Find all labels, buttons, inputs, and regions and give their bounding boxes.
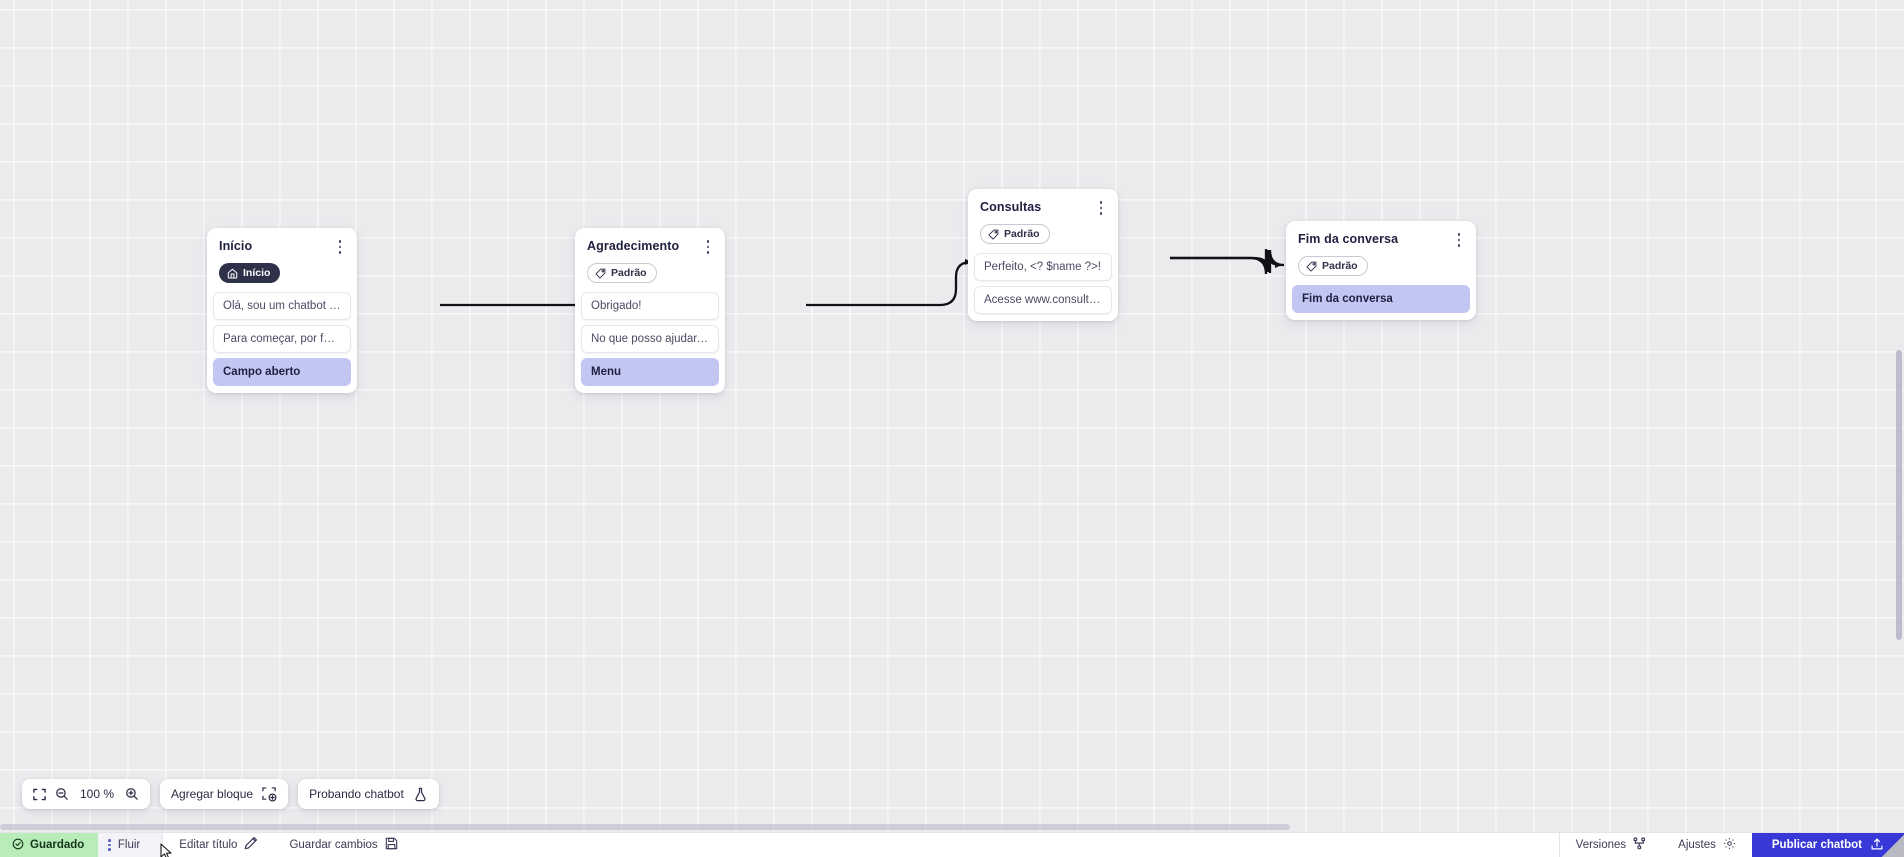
node-menu-kebab-icon[interactable] [333,238,347,256]
save-changes-button[interactable]: Guardar cambios [273,833,413,857]
settings-button[interactable]: Ajustes [1662,833,1752,857]
node-title: Início [219,239,253,253]
publish-chatbot-button[interactable]: Publicar chatbot [1751,833,1904,857]
node-menu-kebab-icon[interactable] [701,238,715,256]
node-row[interactable]: No que posso ajudar, <? $name ... [581,324,719,353]
node-badge-label: Padrão [1004,228,1040,240]
connector-edges [440,248,1285,309]
node-menu-kebab-icon[interactable] [1452,231,1466,249]
home-icon [227,268,238,279]
kebab-icon[interactable] [108,839,111,851]
tab-flow-label: Fluir [117,839,141,851]
mouse-cursor [160,843,172,857]
bottom-bar-left: Guardado Fluir Editar título Guardar cam… [0,833,414,857]
node-header: Agradecimento [575,228,725,256]
node-row[interactable]: Fim da conversa [1292,284,1470,313]
node-title: Agradecimento [587,239,680,253]
node-badge-tag-icon[interactable]: Padrão [587,263,657,283]
tab-flow[interactable]: Fluir [98,833,164,857]
pencil-icon [244,836,258,853]
save-icon [385,837,398,853]
zoom-in-icon[interactable] [125,787,139,801]
node-row[interactable]: Campo aberto [213,357,351,386]
node-header: Consultas [968,189,1118,217]
node-rows: Perfeito, <? $name ?>! Acesse www.consult… [968,252,1118,314]
node-badge-label: Padrão [1322,260,1358,272]
save-changes-label: Guardar cambios [289,839,378,851]
tag-icon [595,268,606,279]
node-badge-row: Início [207,256,357,284]
horizontal-scrollbar[interactable] [0,824,1290,830]
divider [1558,833,1560,857]
node-badge-tag-icon[interactable]: Padrão [1298,256,1368,276]
zoom-out-icon[interactable] [55,787,69,801]
test-chatbot-label: Probando chatbot [309,787,404,801]
add-block-button[interactable]: Agregar bloque [160,779,289,809]
node-rows: Fim da conversa [1286,284,1476,313]
node-badge-row: Padrão [968,217,1118,245]
node-title: Consultas [980,200,1042,214]
branch-icon [1633,837,1646,853]
fit-screen-icon[interactable] [33,788,46,801]
versions-button[interactable]: Versiones [1560,833,1663,857]
gear-icon [1723,837,1736,853]
node-row[interactable]: Menu [581,357,719,386]
node-row[interactable]: Acesse www.consultas.com par... [974,285,1112,314]
status-badge-saved: Guardado [0,833,99,857]
versions-label: Versiones [1575,839,1627,851]
flask-icon [413,787,428,802]
node-badge-home-icon[interactable]: Início [219,263,281,283]
upload-icon [1870,837,1884,854]
node-row[interactable]: Para começar, por favor digite o ... [213,324,351,353]
add-block-icon [262,786,277,802]
zoom-level-value: 100 % [79,787,115,801]
vertical-scrollbar[interactable] [1896,350,1902,640]
node-badge-tag-icon[interactable]: Padrão [980,224,1050,244]
node-badge-row: Padrão [575,256,725,284]
node-badge-label: Início [243,267,271,279]
canvas-toolbar: 100 % Agregar bloque P [22,779,439,809]
settings-label: Ajustes [1678,839,1716,851]
bottom-bar-right: Versiones Ajustes [1558,833,1904,857]
tag-icon [1306,261,1317,272]
node-badge-row: Padrão [1286,249,1476,277]
check-circle-icon [12,838,24,853]
edit-title-label: Editar título [179,839,238,851]
node-badge-label: Padrão [611,267,647,279]
node-row[interactable]: Obrigado! [581,291,719,320]
node-menu-kebab-icon[interactable] [1094,199,1108,217]
node-rows: Olá, sou um chatbot de teste! Para começa… [207,291,357,386]
edit-title-button[interactable]: Editar título [163,833,273,857]
tag-icon [988,229,999,240]
node-row[interactable]: Olá, sou um chatbot de teste! [213,291,351,320]
node-rows: Obrigado! No que posso ajudar, <? $name .… [575,291,725,386]
add-block-label: Agregar bloque [171,787,254,801]
bottom-bar: Guardado Fluir Editar título Guardar cam… [0,832,1904,857]
test-chatbot-button[interactable]: Probando chatbot [298,779,439,809]
zoom-controls: 100 % [22,779,150,809]
node-row[interactable]: Perfeito, <? $name ?>! [974,252,1112,281]
node-header: Início [207,228,357,256]
node-title: Fim da conversa [1298,232,1399,246]
saved-label: Guardado [30,839,85,851]
publish-label: Publicar chatbot [1771,839,1862,851]
node-header: Fim da conversa [1286,221,1476,249]
